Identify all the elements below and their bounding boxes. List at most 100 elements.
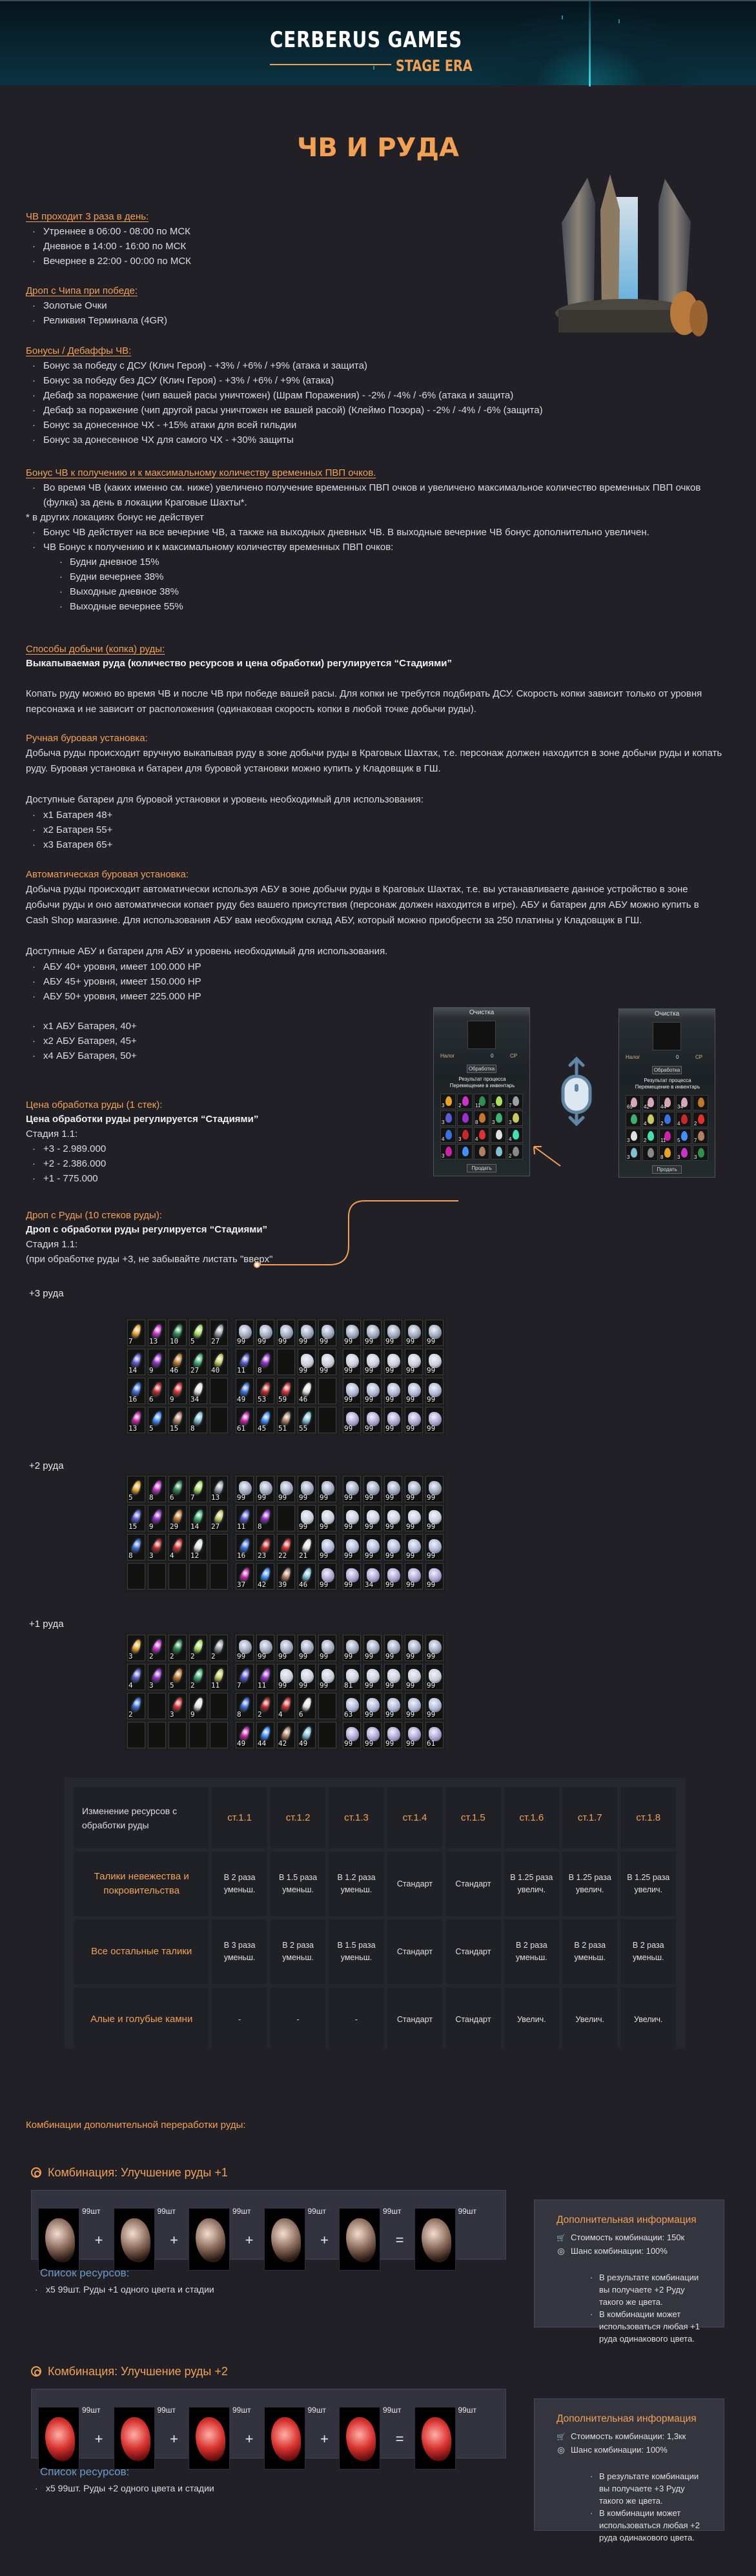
inventory-slot[interactable]: 99 xyxy=(405,1320,423,1346)
inventory-slot[interactable]: 16 xyxy=(236,1534,254,1560)
inventory-slot[interactable]: 2 xyxy=(127,1693,145,1719)
inventory-slot[interactable]: 99 xyxy=(384,1534,402,1560)
inventory-slot[interactable]: 7 xyxy=(127,1320,145,1346)
inventory-slot[interactable]: 81 xyxy=(343,1664,361,1690)
inventory-slot[interactable]: 61 xyxy=(425,1722,444,1748)
inventory-slot[interactable]: 4 xyxy=(127,1664,145,1690)
inventory-slot[interactable]: 9 xyxy=(148,1505,166,1531)
inventory-slot[interactable]: 99 xyxy=(405,1722,423,1748)
result-slot[interactable]: 3 xyxy=(457,1127,473,1143)
inventory-slot[interactable]: 44 xyxy=(256,1722,274,1748)
inventory-slot[interactable]: 99 xyxy=(384,1476,402,1502)
recipe-ore-item[interactable]: 99шт xyxy=(263,2406,326,2469)
inventory-slot[interactable]: 39 xyxy=(277,1563,295,1590)
inventory-slot[interactable]: 61 xyxy=(236,1407,254,1433)
inventory-slot[interactable]: 5 xyxy=(127,1476,145,1502)
inventory-slot[interactable] xyxy=(210,1534,228,1560)
sell-button[interactable]: Продать xyxy=(652,1165,682,1174)
result-slot[interactable]: 5 xyxy=(491,1094,506,1109)
inventory-slot[interactable]: 3 xyxy=(169,1693,187,1719)
inventory-slot[interactable]: 99 xyxy=(384,1320,402,1346)
inventory-slot[interactable]: 7 xyxy=(236,1664,254,1690)
result-slot[interactable]: 2 xyxy=(457,1094,473,1109)
inventory-slot[interactable] xyxy=(148,1563,166,1590)
inventory-slot[interactable]: 99 xyxy=(405,1407,423,1433)
inventory-slot[interactable]: 99 xyxy=(384,1722,402,1748)
inventory-slot[interactable]: 99 xyxy=(363,1476,382,1502)
inventory-slot[interactable]: 40 xyxy=(210,1349,228,1375)
inventory-slot[interactable]: 99 xyxy=(363,1534,382,1560)
inventory-slot[interactable]: 99 xyxy=(363,1635,382,1661)
inventory-slot[interactable]: 13 xyxy=(148,1320,166,1346)
inventory-slot[interactable]: 99 xyxy=(363,1693,382,1719)
result-slot[interactable]: 4 xyxy=(507,1127,523,1143)
inventory-slot[interactable]: 8 xyxy=(127,1534,145,1560)
inventory-slot[interactable]: 99 xyxy=(298,1664,316,1690)
recipe-ore-item[interactable]: 99шт xyxy=(113,2406,176,2469)
inventory-slot[interactable]: 99 xyxy=(425,1664,444,1690)
result-slot[interactable]: 4 xyxy=(440,1127,456,1143)
inventory-slot[interactable]: 8 xyxy=(256,1505,274,1531)
process-button[interactable]: Обработка xyxy=(652,1066,682,1074)
inventory-slot[interactable]: 45 xyxy=(256,1407,274,1433)
inventory-slot[interactable] xyxy=(169,1722,187,1748)
inventory-slot[interactable]: 99 xyxy=(425,1407,444,1433)
result-slot[interactable]: 3 xyxy=(626,1145,641,1161)
inventory-slot[interactable]: 42 xyxy=(277,1722,295,1748)
inventory-slot[interactable]: 49 xyxy=(236,1378,254,1404)
result-slot[interactable]: 3 xyxy=(626,1129,641,1144)
inventory-slot[interactable] xyxy=(169,1563,187,1590)
inventory-slot[interactable]: 27 xyxy=(189,1349,207,1375)
inventory-slot[interactable]: 99 xyxy=(343,1407,361,1433)
result-slot[interactable]: 8 xyxy=(474,1110,489,1126)
inventory-slot[interactable]: 99 xyxy=(384,1505,402,1531)
inventory-slot[interactable]: 46 xyxy=(298,1378,316,1404)
inventory-slot[interactable]: 34 xyxy=(363,1563,382,1590)
result-slot[interactable]: 2 xyxy=(642,1129,658,1144)
inventory-slot[interactable]: 12 xyxy=(189,1534,207,1560)
inventory-slot[interactable] xyxy=(277,1349,295,1375)
inventory-slot[interactable]: 22 xyxy=(277,1534,295,1560)
inventory-slot[interactable]: 6 xyxy=(169,1476,187,1502)
inventory-slot[interactable] xyxy=(189,1563,207,1590)
inventory-slot[interactable]: 99 xyxy=(384,1693,402,1719)
inventory-slot[interactable]: 11 xyxy=(236,1505,254,1531)
inventory-slot[interactable]: 99 xyxy=(405,1476,423,1502)
result-slot[interactable] xyxy=(626,1112,641,1127)
inventory-slot[interactable]: 23 xyxy=(256,1534,274,1560)
recipe-ore-item[interactable]: 99шт xyxy=(414,2406,476,2469)
inventory-slot[interactable]: 5 xyxy=(148,1407,166,1433)
result-slot[interactable]: 69 xyxy=(626,1095,641,1110)
inventory-slot[interactable]: 4 xyxy=(169,1534,187,1560)
result-slot[interactable]: 3 xyxy=(440,1144,456,1160)
result-slot[interactable]: 11 xyxy=(659,1129,675,1144)
inventory-slot[interactable]: 99 xyxy=(425,1378,444,1404)
inventory-slot[interactable]: 2 xyxy=(210,1635,228,1661)
inventory-slot[interactable]: 2 xyxy=(189,1635,207,1661)
inventory-slot[interactable]: 99 xyxy=(343,1722,361,1748)
inventory-slot[interactable]: 99 xyxy=(343,1635,361,1661)
result-slot[interactable]: 3 xyxy=(440,1110,456,1126)
inventory-slot[interactable]: 99 xyxy=(425,1635,444,1661)
inventory-slot[interactable]: 99 xyxy=(425,1563,444,1590)
inventory-slot[interactable]: 99 xyxy=(236,1476,254,1502)
inventory-slot[interactable]: 99 xyxy=(384,1664,402,1690)
result-slot[interactable] xyxy=(457,1110,473,1126)
inventory-slot[interactable]: 99 xyxy=(405,1635,423,1661)
inventory-slot[interactable] xyxy=(318,1407,336,1433)
inventory-slot[interactable]: 49 xyxy=(298,1722,316,1748)
inventory-slot[interactable]: 34 xyxy=(189,1378,207,1404)
inventory-slot[interactable]: 3 xyxy=(127,1635,145,1661)
result-slot[interactable] xyxy=(491,1144,506,1160)
result-slot[interactable]: 42 xyxy=(642,1095,658,1110)
inventory-slot[interactable]: 99 xyxy=(318,1664,336,1690)
recipe-ore-item[interactable]: 99шт xyxy=(189,2207,250,2271)
inventory-slot[interactable]: 99 xyxy=(318,1563,336,1590)
result-slot[interactable]: 7 xyxy=(693,1129,708,1144)
inventory-slot[interactable]: 51 xyxy=(277,1407,295,1433)
recipe-ore-item[interactable]: 99шт xyxy=(414,2207,476,2271)
inventory-slot[interactable]: 99 xyxy=(405,1693,423,1719)
inventory-slot[interactable]: 99 xyxy=(256,1635,274,1661)
result-slot[interactable]: 4 xyxy=(642,1112,658,1127)
inventory-slot[interactable] xyxy=(127,1722,145,1748)
